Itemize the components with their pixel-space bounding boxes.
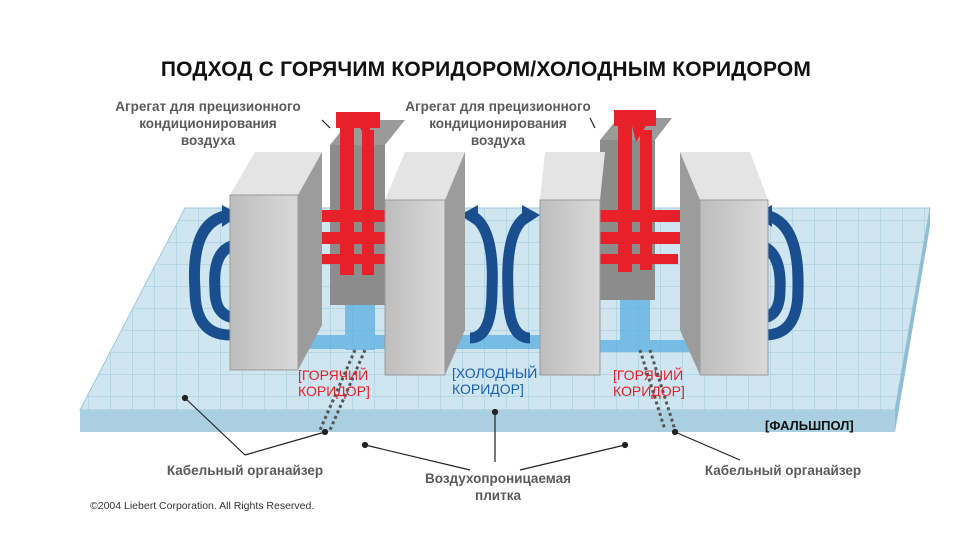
hot-airflow (300, 110, 685, 275)
crac-label-left-line-1: Агрегат для прецизионного (115, 99, 301, 114)
cold-aisle-line-1: [ХОЛОДНЫЙ (452, 365, 538, 381)
crac-label-right: Агрегат для прецизионного кондиционирова… (378, 98, 618, 149)
rack-row-1 (229, 152, 322, 371)
cable-organizer-label-right: Кабельный органайзер (704, 463, 862, 478)
perforated-tile-line-1: Воздухопроницаемая (425, 471, 571, 486)
crac-label-left: Агрегат для прецизионного кондиционирова… (88, 98, 328, 149)
hot-aisle-label-left: [ГОРЯЧИЙ КОРИДОР] (298, 367, 370, 399)
hot-aisle-right-line-1: [ГОРЯЧИЙ (613, 367, 684, 383)
cable-organizer-label-left: Кабельный органайзер (166, 463, 324, 478)
cold-airflow-arrows (188, 209, 804, 344)
crac-label-left-line-3: воздуха (180, 133, 236, 148)
hot-aisle-right-line-2: КОРИДОР] (613, 383, 685, 399)
rack-row-4 (680, 152, 769, 376)
crac-label-right-line-1: Агрегат для прецизионного (405, 99, 591, 114)
cold-aisle-label: [ХОЛОДНЫЙ КОРИДОР] (452, 365, 537, 397)
crac-label-left-line-2: кондиционирования (139, 116, 277, 131)
hot-aisle-left-line-1: [ГОРЯЧИЙ (298, 367, 369, 383)
hot-aisle-left-line-2: КОРИДОР] (298, 383, 370, 399)
hot-aisle-label-right: [ГОРЯЧИЙ КОРИДОР] (613, 367, 685, 399)
pointer-lines (181, 117, 741, 471)
perforated-tile-label: Воздухопроницаемая плитка (398, 470, 598, 504)
crac-label-right-line-2: кондиционирования (429, 116, 567, 131)
rack-row-3 (539, 152, 605, 376)
rack-row-2 (384, 152, 465, 376)
cold-aisle-line-2: КОРИДОР] (452, 381, 524, 397)
perforated-tile-line-2: плитка (475, 488, 521, 503)
diagram-title: ПОДХОД С ГОРЯЧИМ КОРИДОРОМ/ХОЛОДНЫМ КОРИ… (160, 58, 812, 81)
raised-floor-label: [ФАЛЬШПОЛ] (765, 418, 854, 433)
cable-organizer-lines (318, 349, 677, 431)
copyright-text: ©2004 Liebert Corporation. All Rights Re… (90, 500, 315, 512)
crac-label-right-line-3: воздуха (470, 133, 526, 148)
